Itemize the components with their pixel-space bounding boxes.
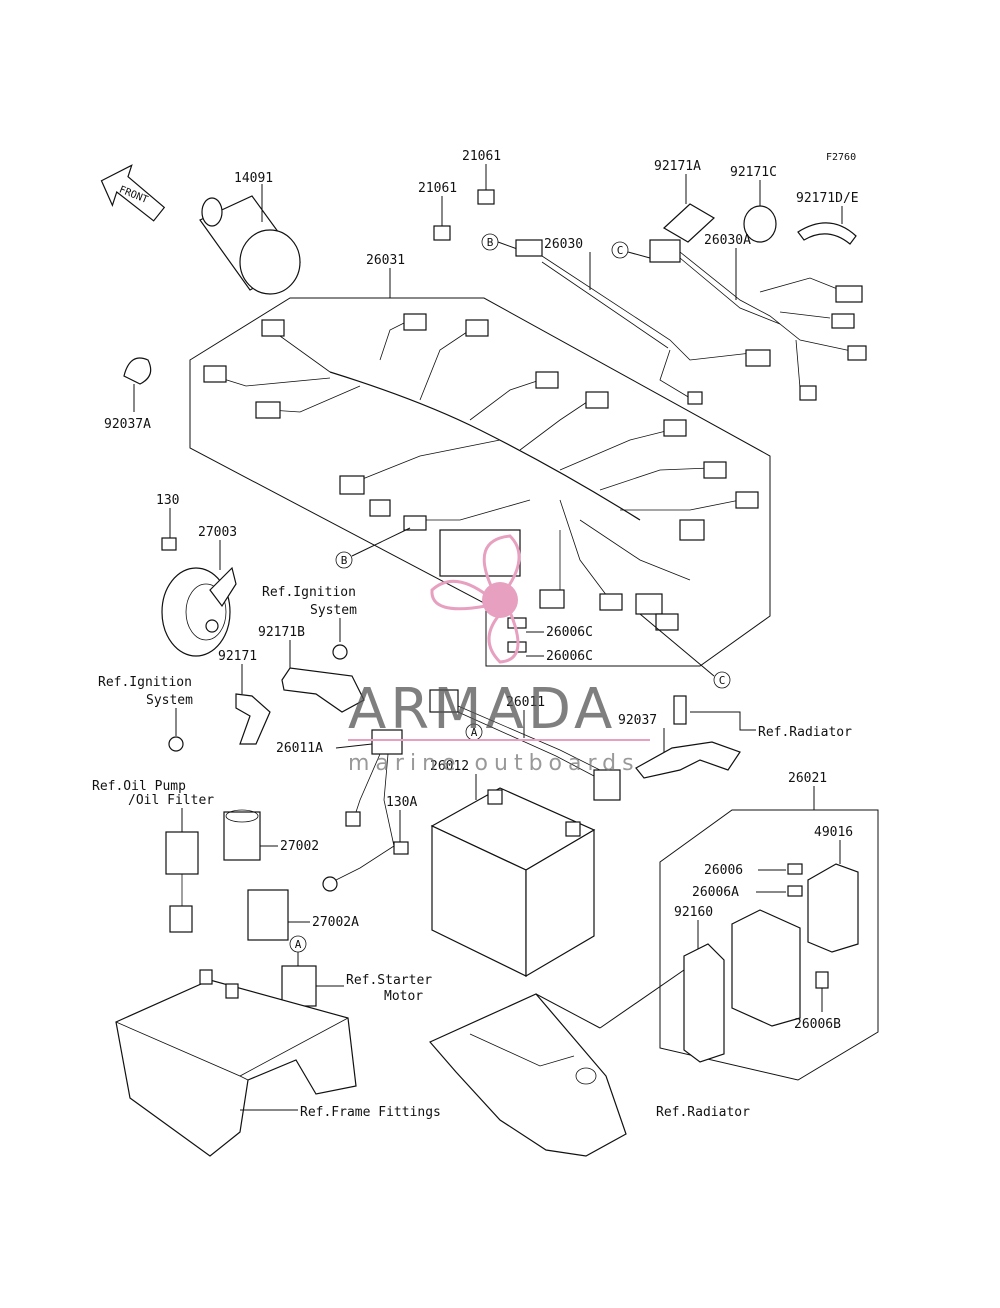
fuse-26006A-icon: [787, 885, 803, 897]
svg-text:B: B: [487, 236, 494, 249]
label-130: 130: [156, 493, 179, 508]
fusebox-group-outline: [659, 809, 879, 1081]
front-arrow-icon: FRONT: [100, 164, 166, 222]
ref-starter-line2: Motor: [384, 989, 423, 1004]
bracket-92171-icon: [235, 693, 271, 745]
nut-icon: [332, 644, 348, 660]
label-26030A: 26030A: [704, 233, 751, 248]
nut-2-icon: [168, 736, 184, 752]
label-21061-left: 21061: [418, 181, 457, 196]
label-26021: 26021: [788, 771, 827, 786]
clip-92037A-icon: [123, 357, 152, 385]
cover-49016-icon: [807, 863, 859, 953]
ref-radiator-top: Ref.Radiator: [758, 725, 852, 740]
ref-oil-line2: /Oil Filter: [128, 793, 214, 808]
label-14091: 14091: [234, 171, 273, 186]
propeller-logo-icon: [430, 534, 521, 664]
harness-26031-outline: [189, 297, 771, 667]
clamp-92171DE-icon: [797, 222, 857, 245]
clamp-92171A-icon: [662, 203, 716, 243]
figure-code: F2760: [826, 152, 856, 163]
label-92171C: 92171C: [730, 165, 777, 180]
label-92171A: 92171A: [654, 159, 701, 174]
clamp-92171C-icon: [743, 205, 777, 243]
label-92171DE: 92171D/E: [796, 191, 859, 206]
lower-cover-icon: [429, 993, 627, 1157]
circle-ref-c-bottom: [713, 671, 731, 689]
label-26012: 26012: [430, 759, 469, 774]
label-27002: 27002: [280, 839, 319, 854]
fuse-26006-icon: [787, 863, 803, 875]
label-130A: 130A: [386, 795, 417, 810]
watermark: ARMADA marine outboards: [348, 534, 650, 776]
relay-27002-icon: [223, 809, 261, 861]
sensor-connector-icon: [165, 831, 199, 933]
bracket-92037-icon: [635, 695, 741, 779]
fuse-26006B-icon: [815, 971, 829, 989]
svg-text:A: A: [295, 938, 302, 951]
horn-27003-icon: [161, 566, 237, 657]
bracket-92171B-icon: [281, 667, 365, 713]
watermark-brand: ARMADA: [348, 677, 616, 742]
circle-ref-b-bottom: [335, 551, 353, 569]
label-26011: 26011: [506, 695, 545, 710]
label-27003: 27003: [198, 525, 237, 540]
ref-radiator-bottom: Ref.Radiator: [656, 1105, 750, 1120]
label-26006A: 26006A: [692, 885, 739, 900]
label-92037A: 92037A: [104, 417, 151, 432]
ref-ignition-1-line1: Ref.Ignition: [262, 585, 356, 600]
ref-frame-fittings: Ref.Frame Fittings: [300, 1105, 441, 1120]
svg-text:A: A: [471, 726, 478, 739]
fuse-26006C-a-icon: [507, 617, 527, 629]
bolt-130A-icon: [393, 841, 409, 855]
ref-oil-line1: Ref.Oil Pump: [92, 779, 186, 794]
label-26006C-b: 26006C: [546, 649, 593, 664]
battery-26012-icon: [430, 787, 596, 978]
label-27002A: 27002A: [312, 915, 359, 930]
svg-text:C: C: [719, 674, 726, 687]
label-21061-top: 21061: [462, 149, 501, 164]
ref-starter-line1: Ref.Starter: [346, 973, 432, 988]
bracket-92160-icon: [683, 943, 725, 1063]
label-92171: 92171: [218, 649, 257, 664]
label-49016: 49016: [814, 825, 853, 840]
connector-21061b-icon: [433, 225, 451, 241]
harness-26031-icon: [203, 313, 759, 631]
label-92160: 92160: [674, 905, 713, 920]
circle-ref-c-top: [611, 241, 629, 259]
harness-26030-icon: [515, 239, 867, 405]
connector-21061-icon: [477, 189, 495, 205]
ref-ignition-1-line2: System: [310, 603, 357, 618]
part-14091-cylinder-icon: [199, 195, 301, 295]
svg-text:C: C: [617, 244, 624, 257]
label-92037: 92037: [618, 713, 657, 728]
label-92171B: 92171B: [258, 625, 305, 640]
label-26006: 26006: [704, 863, 743, 878]
battery-tray-icon: [115, 969, 357, 1157]
label-26030: 26030: [544, 237, 583, 252]
bolt-130-icon: [161, 537, 177, 551]
relay-27002A-icon: [247, 889, 289, 941]
ref-ignition-2-line2: System: [146, 693, 193, 708]
label-26031: 26031: [366, 253, 405, 268]
label-26006C-a: 26006C: [546, 625, 593, 640]
ref-ignition-2-line1: Ref.Ignition: [98, 675, 192, 690]
starter-relay-icon: [281, 965, 317, 1007]
svg-text:B: B: [341, 554, 348, 567]
label-26011A: 26011A: [276, 741, 323, 756]
cable-26011A-icon: [322, 729, 403, 892]
label-26006B: 26006B: [794, 1017, 841, 1032]
fusebox-26021-icon: [731, 909, 801, 1027]
cable-26011-icon: [429, 689, 621, 801]
watermark-tagline: marine outboards: [348, 751, 640, 776]
